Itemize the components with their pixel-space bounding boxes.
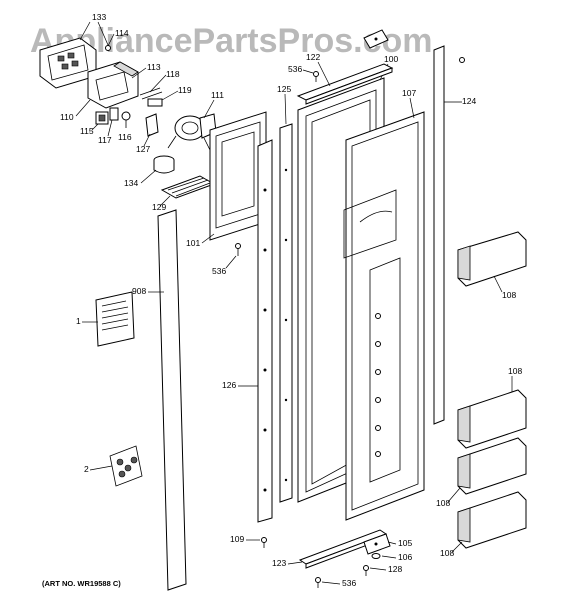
callout-110: 110: [60, 112, 74, 122]
callout-108a: 108: [502, 290, 516, 300]
callout-536b: 536: [212, 266, 226, 276]
callout-127: 127: [136, 144, 150, 154]
part-126-side-trim: [257, 139, 273, 523]
art-number: (ART NO. WR19588 C): [42, 579, 121, 588]
callout-111: 111: [211, 90, 224, 100]
part-134-chute: [153, 155, 175, 174]
callout-113: 113: [147, 62, 161, 72]
part-107-gasket: [345, 111, 425, 521]
callout-124: 124: [462, 96, 476, 106]
callout-116: 116: [118, 132, 132, 142]
part-115-switch: [95, 111, 109, 125]
callout-122: 122: [306, 52, 320, 62]
part-536-screw-a: [235, 243, 241, 256]
part-1-instruction-card: [95, 291, 135, 347]
part-hinge-bracket: [363, 29, 389, 49]
callout-125: 125: [277, 84, 291, 94]
part-110-dispenser-housing: [87, 61, 139, 109]
callout-129: 129: [152, 202, 166, 212]
part-125-trim: [279, 123, 293, 503]
callout-908: 908: [132, 286, 146, 296]
part-108-bin-d: [457, 491, 527, 549]
part-105-bracket: [363, 533, 391, 555]
callout-134: 134: [124, 178, 138, 188]
callout-101: 101: [186, 238, 200, 248]
callout-536a: 536: [288, 64, 302, 74]
part-106-bushing: [371, 553, 381, 559]
part-111-motor: [167, 113, 217, 151]
callout-114: 114: [115, 28, 129, 38]
callout-106: 106: [398, 552, 412, 562]
callout-105: 105: [398, 538, 412, 548]
part-2-hardware-kit: [109, 445, 143, 487]
callout-108b: 108: [508, 366, 522, 376]
part-128-screw: [363, 565, 369, 576]
part-screw-top-right: [459, 57, 465, 63]
callout-123: 123: [272, 558, 286, 568]
part-108-bin-c: [457, 437, 527, 495]
part-116-actuator: [121, 111, 131, 128]
callout-126: 126: [222, 380, 236, 390]
callout-536c: 536: [342, 578, 356, 588]
callout-2: 2: [84, 464, 89, 474]
callout-108c: 108: [436, 498, 450, 508]
part-124-side-trim: [433, 45, 445, 425]
callout-133: 133: [92, 12, 106, 22]
callout-107: 107: [402, 88, 416, 98]
callout-1: 1: [76, 316, 81, 326]
part-inner-liner: [343, 189, 401, 483]
part-129-grille: [160, 175, 216, 199]
part-108-bin-b: [457, 389, 527, 449]
part-101-recess-frame: [209, 111, 267, 241]
callout-115: 115: [80, 126, 94, 136]
part-108-bin-a: [457, 231, 527, 287]
callout-118: 118: [166, 69, 180, 79]
part-117-switch: [109, 107, 119, 121]
part-127-bracket: [145, 113, 159, 137]
part-908-strip: [157, 209, 187, 591]
part-536-screw-top: [313, 71, 319, 82]
callout-108d: 108: [440, 548, 454, 558]
part-536-screw-bottom: [315, 577, 321, 588]
callout-119: 119: [178, 85, 192, 95]
part-109-screw: [261, 537, 267, 548]
callout-128: 128: [388, 564, 402, 574]
callout-100: 100: [384, 54, 398, 64]
callout-117: 117: [98, 135, 112, 145]
part-122-top-cap: [296, 63, 394, 105]
callout-109: 109: [230, 534, 244, 544]
